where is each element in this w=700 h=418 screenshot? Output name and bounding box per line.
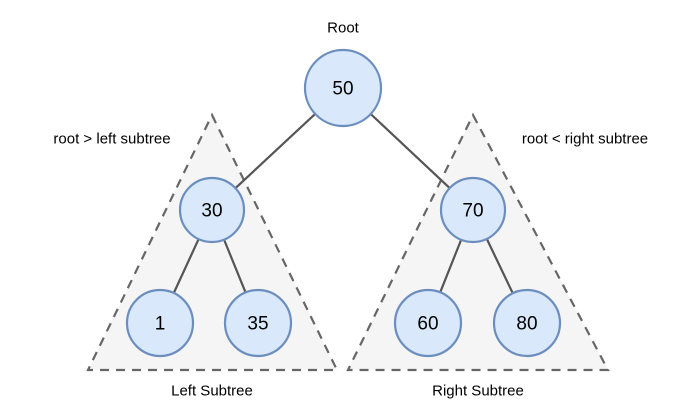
- node-right-right[interactable]: 80: [492, 288, 562, 358]
- right-subtree-annotation: root < right subtree: [522, 131, 648, 148]
- node-right-left-value: 60: [417, 314, 438, 335]
- node-right-circle[interactable]: [439, 176, 507, 244]
- node-left-left[interactable]: 1: [125, 288, 195, 358]
- node-root-value: 50: [332, 79, 353, 100]
- edge-root-to-right: [369, 112, 451, 190]
- root-label: Root: [327, 20, 360, 37]
- edge-left-to-node-35: [222, 238, 247, 294]
- node-right-value: 70: [462, 201, 483, 222]
- node-left-right-circle[interactable]: [223, 288, 293, 358]
- left-subtree-caption: Left Subtree: [171, 383, 253, 400]
- node-left[interactable]: 30: [178, 176, 246, 244]
- edge-left-to-node-1: [172, 237, 200, 295]
- node-left-value: 30: [201, 201, 222, 222]
- node-right[interactable]: 70: [439, 176, 507, 244]
- edges-layer: [172, 112, 514, 295]
- node-root-circle[interactable]: [303, 48, 383, 128]
- node-root[interactable]: 50: [303, 48, 383, 128]
- node-left-circle[interactable]: [178, 176, 246, 244]
- edge-right-to-node-80: [485, 237, 514, 295]
- node-right-left[interactable]: 60: [393, 288, 463, 358]
- node-left-left-circle[interactable]: [125, 288, 195, 358]
- node-right-right-value: 80: [516, 314, 537, 335]
- labels-layer: Root root > left subtree root < right su…: [53, 20, 648, 400]
- node-right-left-circle[interactable]: [393, 288, 463, 358]
- right-subtree-caption: Right Subtree: [432, 383, 524, 400]
- node-left-left-value: 1: [155, 314, 166, 335]
- edge-root-to-left: [234, 112, 317, 190]
- left-subtree-annotation: root > left subtree: [53, 131, 170, 148]
- nodes-layer: 50 30 70 1 35 60: [125, 48, 562, 358]
- node-left-right[interactable]: 35: [223, 288, 293, 358]
- node-right-right-circle[interactable]: [492, 288, 562, 358]
- edge-right-to-node-60: [439, 238, 463, 294]
- node-left-right-value: 35: [247, 314, 268, 335]
